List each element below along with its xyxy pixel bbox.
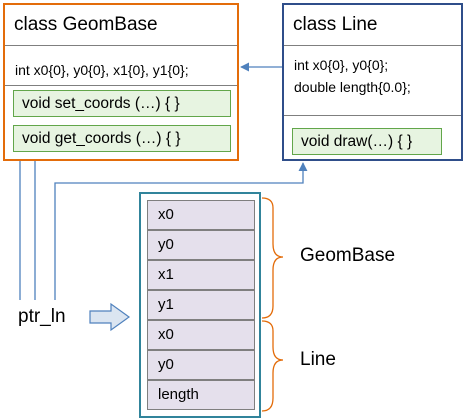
memory-cell-line-y0: y0: [147, 350, 255, 380]
geombase-class-box: class GeomBase int x0{0}, y0{0}, x1{0}, …: [3, 3, 239, 161]
pointer-label: ptr_ln: [18, 306, 66, 327]
line-class-box: class Line int x0{0}, y0{0}; double leng…: [282, 3, 463, 161]
geombase-class-title: class GeomBase: [14, 14, 158, 35]
line-class-title: class Line: [293, 14, 378, 35]
line-member-length: double length{0.0};: [294, 79, 411, 95]
memory-cell-x1: x1: [147, 260, 255, 290]
geombase-brace: [261, 197, 284, 319]
geombase-members-divider: [5, 85, 237, 86]
line-title-divider: [284, 45, 461, 46]
get-coords-method: void get_coords (…) { }: [13, 125, 231, 152]
memory-cell-y0: y0: [147, 230, 255, 260]
line-group-label: Line: [300, 349, 336, 370]
geombase-title-divider: [5, 45, 237, 46]
memory-cell-line-x0: x0: [147, 320, 255, 350]
pointer-to-draw: [54, 162, 308, 300]
line-members-divider: [284, 115, 461, 116]
object-memory-layout: x0 y0 x1 y1 x0 y0 length: [139, 192, 261, 418]
draw-method: void draw(…) { }: [292, 128, 442, 155]
geombase-members: int x0{0}, y0{0}, x1{0}, y1{0};: [15, 62, 189, 78]
memory-cell-y1: y1: [147, 290, 255, 320]
geombase-group-label: GeomBase: [300, 245, 396, 266]
set-coords-method: void set_coords (…) { }: [13, 90, 231, 117]
memory-cell-length: length: [147, 380, 255, 410]
block-arrow: [89, 302, 131, 332]
line-member-ints: int x0{0}, y0{0};: [294, 57, 389, 73]
line-brace: [261, 320, 284, 412]
memory-cell-x0: x0: [147, 200, 255, 230]
